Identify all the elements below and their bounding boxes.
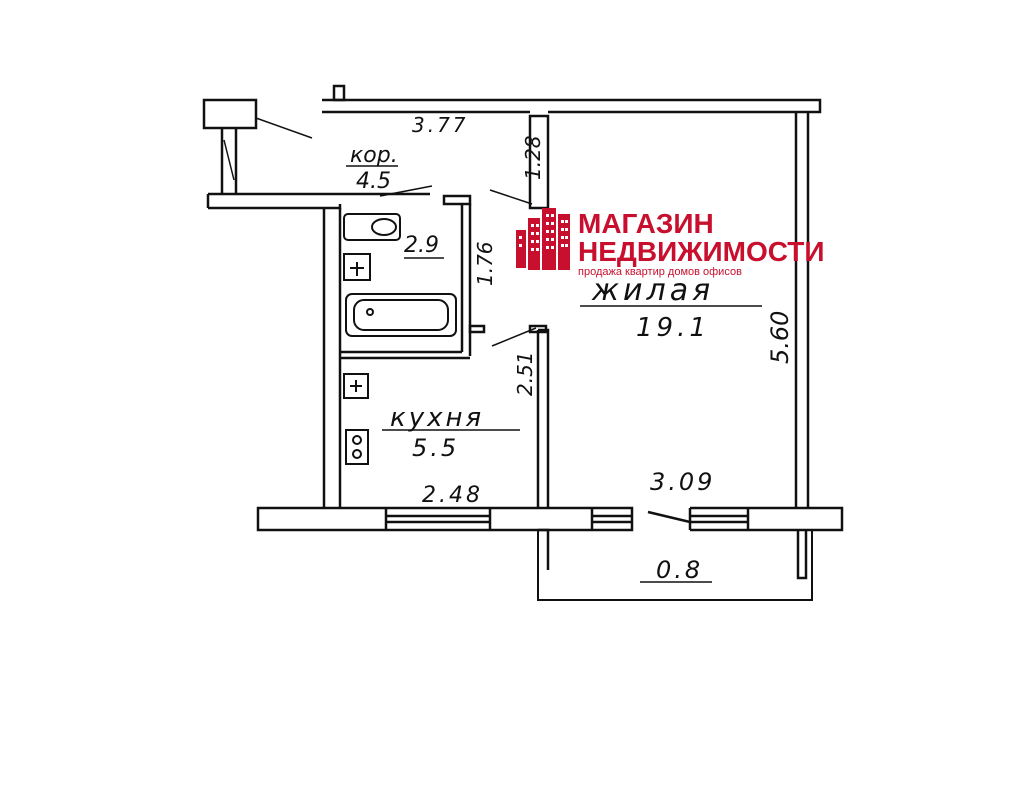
balcony-outline — [537, 530, 813, 601]
panel-line — [255, 117, 313, 139]
dim-living-length: 5.60 — [766, 311, 794, 364]
kitchen-door — [491, 327, 537, 347]
bottom-window-2 — [590, 508, 632, 530]
dim-living-width: 3.09 — [650, 468, 715, 496]
kitchen-area: 5.5 — [412, 434, 459, 462]
building-icon — [516, 208, 570, 270]
logo-tagline: продажа квартир домов офисов — [578, 266, 742, 278]
stove — [345, 429, 369, 465]
living-name: жилая — [591, 273, 714, 308]
corridor-left-wall — [220, 128, 238, 194]
right-wall-lower — [796, 530, 808, 580]
toilet — [343, 213, 401, 241]
washbasin — [343, 253, 371, 281]
walls — [202, 84, 844, 601]
right-wall — [794, 112, 810, 508]
bottom-wall-left — [256, 506, 634, 532]
bathtub — [345, 293, 457, 337]
kitchen-name: кухня — [390, 403, 484, 433]
corridor-bottom-wall-right — [442, 194, 472, 206]
top-wall-cap — [332, 84, 346, 102]
room-labels: кор. 4.5 2.9 жилая 19.1 кухня 5.5 0.8 — [346, 143, 762, 584]
balcony-left-post — [538, 528, 550, 570]
living-area: 19.1 — [636, 313, 710, 343]
kitchen-living-wall — [536, 328, 550, 508]
bath-door-jamb — [468, 324, 486, 334]
bathroom-bottom-wall — [340, 350, 470, 360]
balcony-area: 0.8 — [656, 556, 703, 584]
logo-line-2: НЕДВИЖИМОСТИ — [578, 236, 824, 267]
corridor-area: 4.5 — [356, 169, 391, 194]
dim-bathroom-length: 1.76 — [473, 241, 497, 286]
bottom-wall-right — [690, 506, 844, 532]
dim-kitchen-length: 2.51 — [513, 351, 537, 396]
top-wall — [322, 98, 822, 114]
bottom-window-3 — [688, 508, 750, 530]
kitchen-door-jamb — [528, 324, 548, 334]
corridor-bottom-wall — [206, 192, 430, 210]
agency-logo: МАГАЗИН НЕДВИЖИМОСТИ продажа квартир дом… — [516, 208, 824, 278]
corridor-door — [379, 185, 433, 197]
bathroom-area: 2.9 — [404, 233, 439, 258]
dim-corridor-width: 1.28 — [521, 135, 545, 180]
fixtures — [343, 213, 457, 465]
dimension-labels: 3.77 1.28 1.76 5.60 3.09 2.51 2.48 — [412, 113, 794, 508]
corridor-name: кор. — [350, 143, 398, 168]
living-door — [489, 189, 533, 205]
kitchen-sink — [343, 373, 369, 399]
dim-kitchen-width: 2.48 — [422, 483, 483, 508]
bottom-window-1 — [384, 508, 492, 530]
left-wall — [322, 208, 342, 508]
electric-panel — [202, 98, 258, 130]
dim-corridor-length: 3.77 — [412, 113, 469, 137]
balcony-door — [647, 510, 691, 524]
stair-hatch — [223, 139, 235, 181]
logo-line-1: МАГАЗИН — [578, 208, 714, 239]
